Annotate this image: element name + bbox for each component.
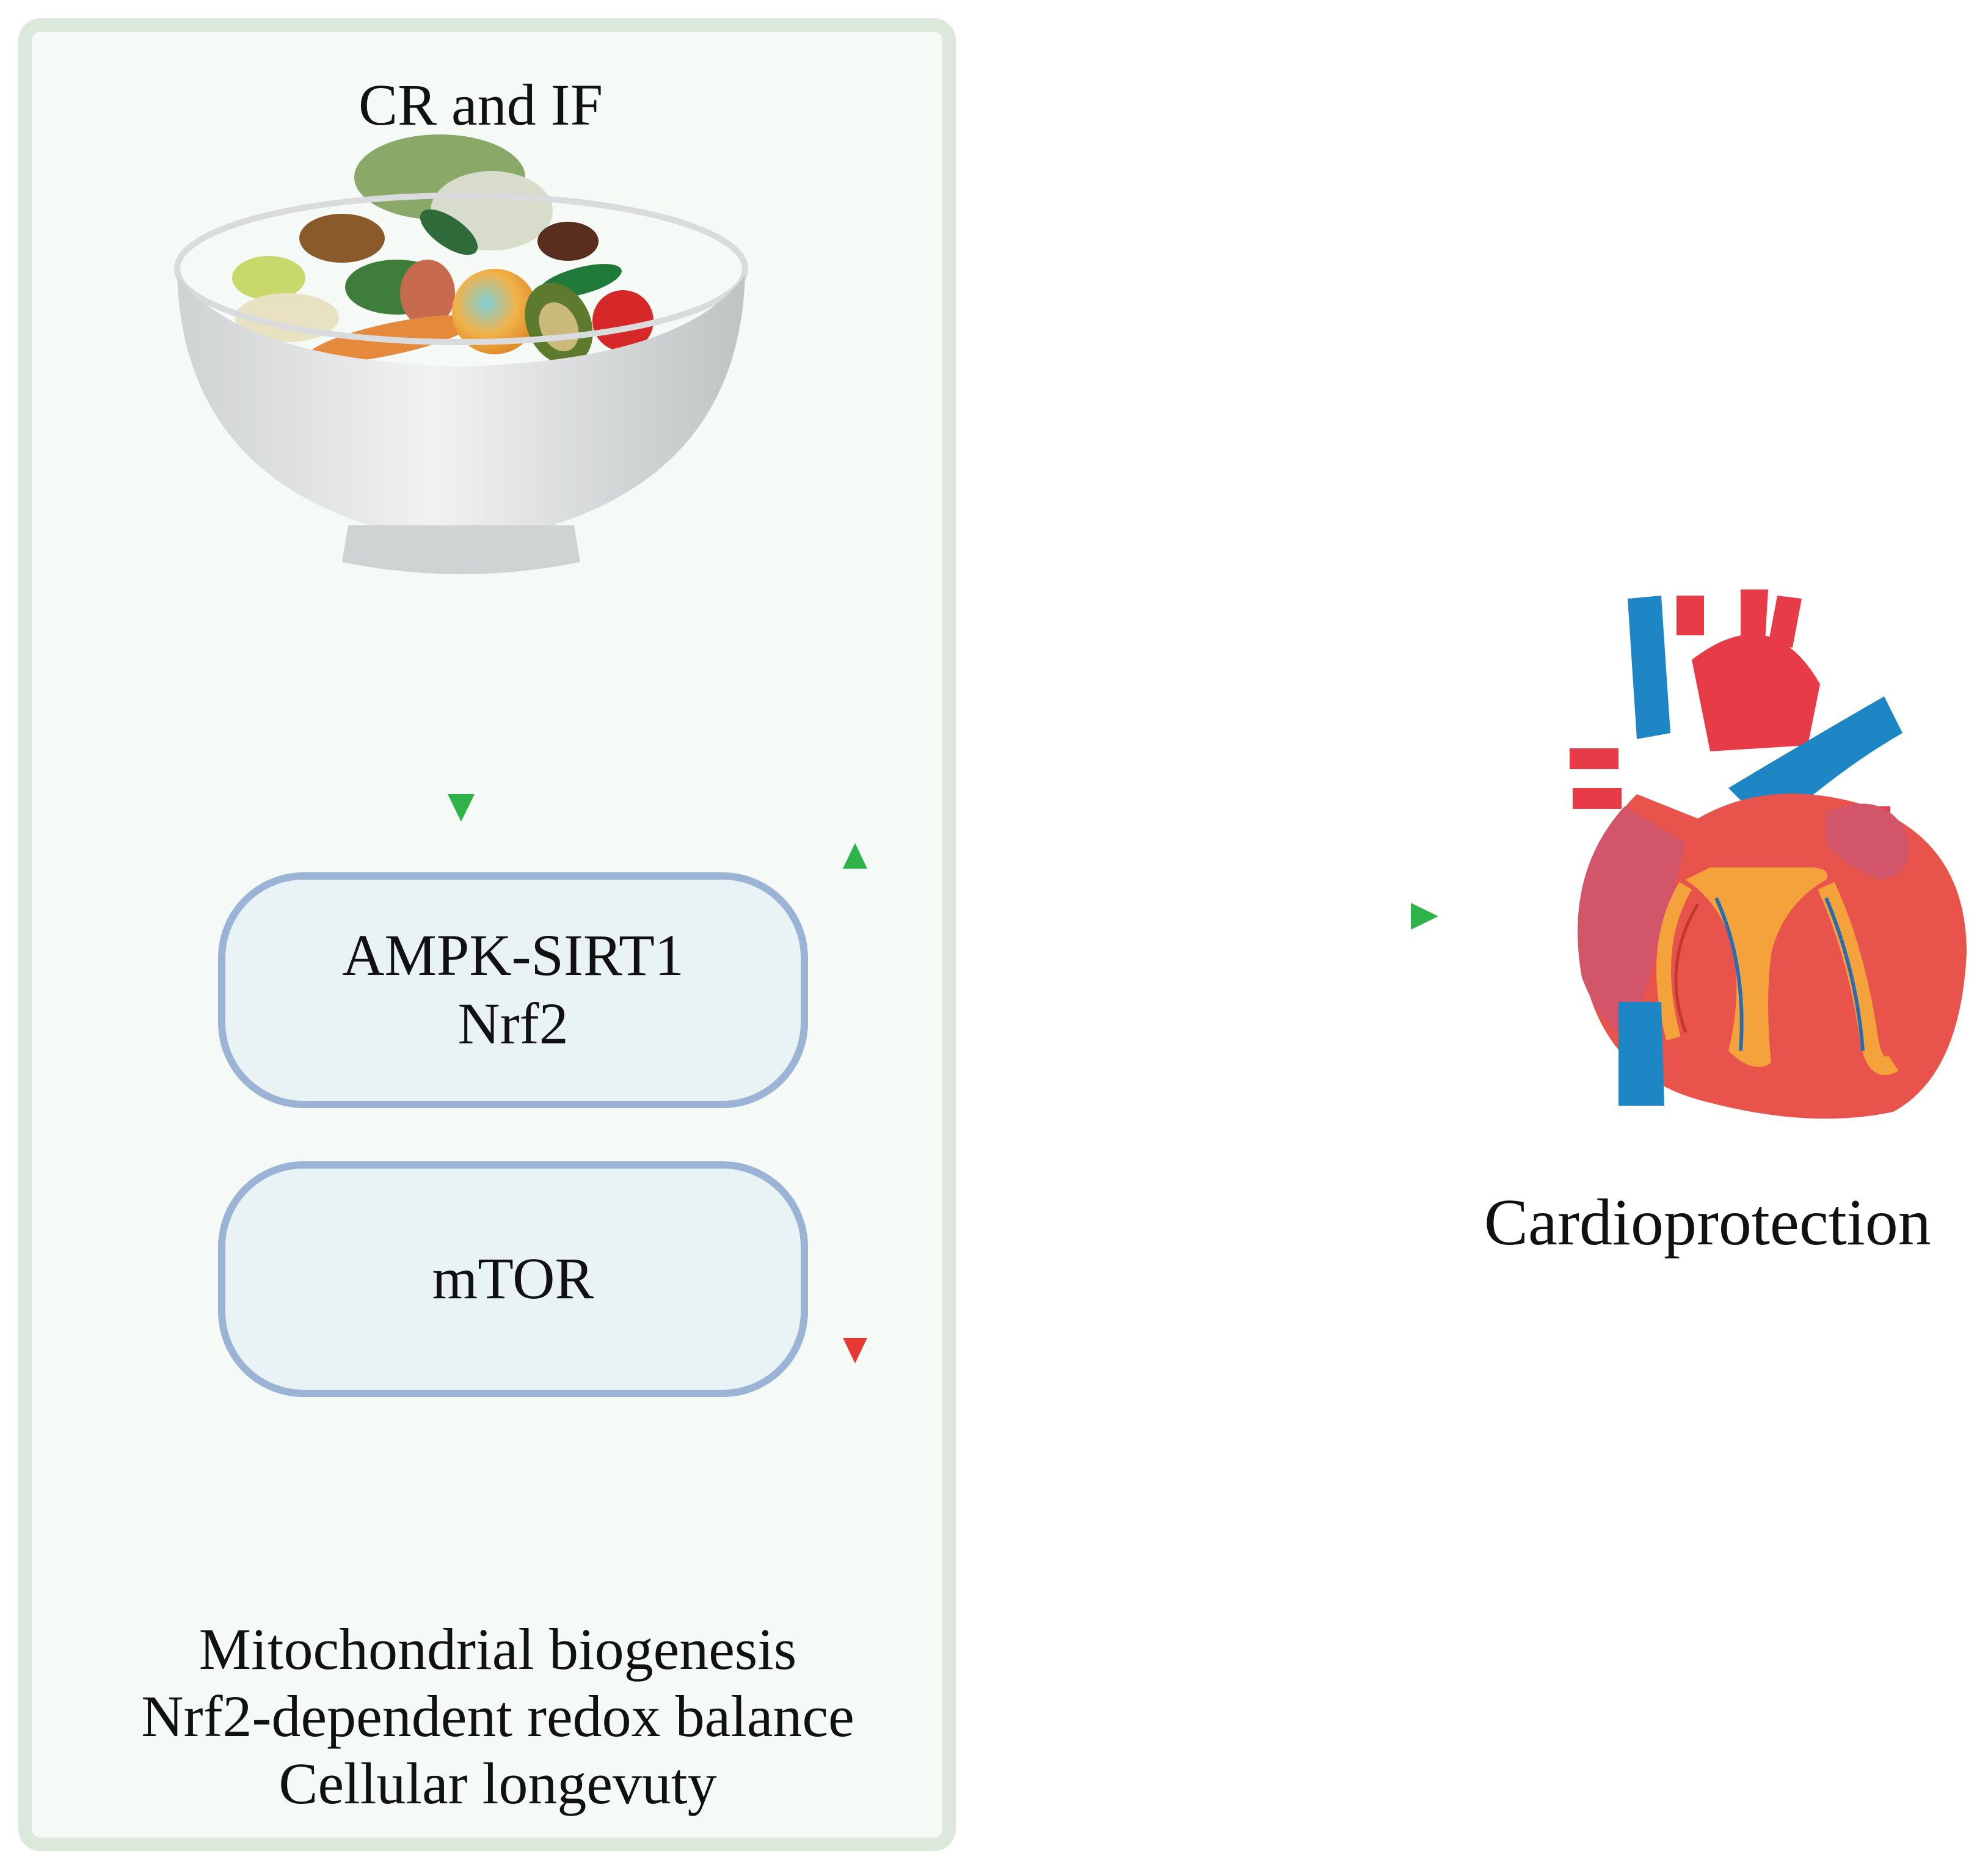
pathway-mtor: mTOR <box>432 1246 594 1311</box>
up-arrow-icon <box>843 843 867 1057</box>
arrow-to-cardioprotection <box>1002 903 1438 930</box>
food-bowl-icon <box>174 134 748 574</box>
outcome-redox-balance: Nrf2-dependent redox balance <box>141 1684 854 1749</box>
outcome-cellular-longevity: Cellular longevuty <box>279 1751 717 1816</box>
pathway-nrf2: Nrf2 <box>457 991 569 1056</box>
outcome-mitochondrial-biogenesis: Mitochondrial biogenesis <box>198 1616 797 1682</box>
pathway-ampk-sirt1: AMPK-SIRT1 <box>342 922 684 988</box>
downregulated-pathway-box: mTOR <box>218 1161 808 1397</box>
heart-icon <box>1570 589 1967 1119</box>
arrow-diet-to-pathways <box>448 611 475 822</box>
upregulated-pathway-label: AMPK-SIRT1 Nrf2 <box>225 921 801 1058</box>
cardioprotection-label: Cardioprotection <box>1484 1186 1931 1259</box>
upregulated-pathway-box: AMPK-SIRT1 Nrf2 <box>218 872 808 1108</box>
down-arrow-icon <box>843 1152 867 1363</box>
panel-title: CR and IF <box>358 72 603 137</box>
outcome-list: Mitochondrial biogenesis Nrf2-dependent … <box>0 1616 996 1817</box>
